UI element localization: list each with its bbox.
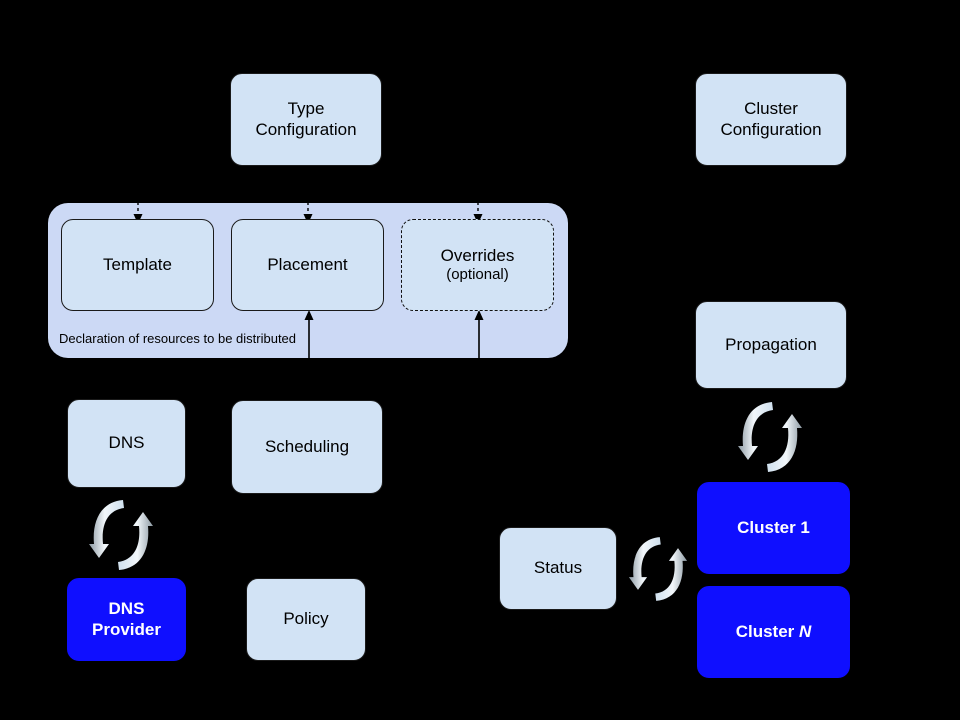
- node-overrides-label: Overrides (optional): [441, 246, 515, 284]
- node-cluster-configuration-line2: Configuration: [720, 119, 822, 139]
- node-policy-label: Policy: [283, 609, 329, 629]
- node-type-configuration-line2: Configuration: [255, 119, 357, 139]
- node-overrides-title: Overrides: [440, 246, 515, 266]
- connector-scheduling-to-placement: [298, 305, 320, 363]
- node-cluster-configuration-line1: Cluster: [744, 99, 798, 119]
- node-type-configuration-label: Type Configuration: [255, 99, 356, 139]
- node-status-label: Status: [533, 558, 583, 578]
- node-cluster-configuration[interactable]: Cluster Configuration: [695, 73, 847, 166]
- node-dns-label: DNS: [108, 433, 145, 453]
- node-policy[interactable]: Policy: [246, 578, 366, 661]
- node-cluster-n[interactable]: Cluster N: [697, 586, 850, 678]
- node-dns-provider-line1: DNS: [108, 599, 145, 619]
- node-dns-provider-label: DNS Provider: [92, 599, 161, 639]
- node-cluster-1[interactable]: Cluster 1: [697, 482, 850, 574]
- node-cluster-configuration-label: Cluster Configuration: [720, 99, 821, 139]
- node-propagation-label: Propagation: [725, 334, 817, 354]
- node-placement[interactable]: Placement: [231, 219, 384, 311]
- node-status[interactable]: Status: [499, 527, 617, 610]
- node-scheduling-label: Scheduling: [264, 436, 350, 456]
- node-type-configuration-line1: Type: [287, 99, 325, 119]
- connector-policy-to-overrides: [468, 305, 490, 363]
- node-dns-provider-line2: Provider: [92, 619, 161, 639]
- node-cluster-n-prefix: Cluster: [735, 621, 799, 641]
- node-template[interactable]: Template: [61, 219, 214, 311]
- node-cluster-1-suffix: 1: [800, 517, 810, 537]
- node-scheduling[interactable]: Scheduling: [231, 400, 383, 494]
- group-caption: Declaration of resources to be distribut…: [59, 331, 297, 346]
- sync-arrows-icon-propagation: [737, 396, 803, 478]
- node-type-configuration[interactable]: Type Configuration: [230, 73, 382, 166]
- node-dns-provider[interactable]: DNS Provider: [67, 578, 186, 661]
- node-cluster-1-label: Cluster 1: [737, 518, 810, 538]
- node-overrides-sublabel: (optional): [446, 266, 509, 284]
- sync-arrows-icon-dns: [88, 494, 154, 576]
- node-cluster-n-suffix: N: [799, 621, 812, 641]
- node-dns[interactable]: DNS: [67, 399, 186, 488]
- node-template-label: Template: [103, 254, 172, 274]
- node-propagation[interactable]: Propagation: [695, 301, 847, 389]
- node-overrides[interactable]: Overrides (optional): [401, 219, 554, 311]
- node-placement-label: Placement: [267, 254, 348, 274]
- node-cluster-1-prefix: Cluster: [737, 517, 801, 537]
- sync-arrows-icon-status: [628, 528, 688, 610]
- node-cluster-n-label: Cluster N: [736, 622, 812, 642]
